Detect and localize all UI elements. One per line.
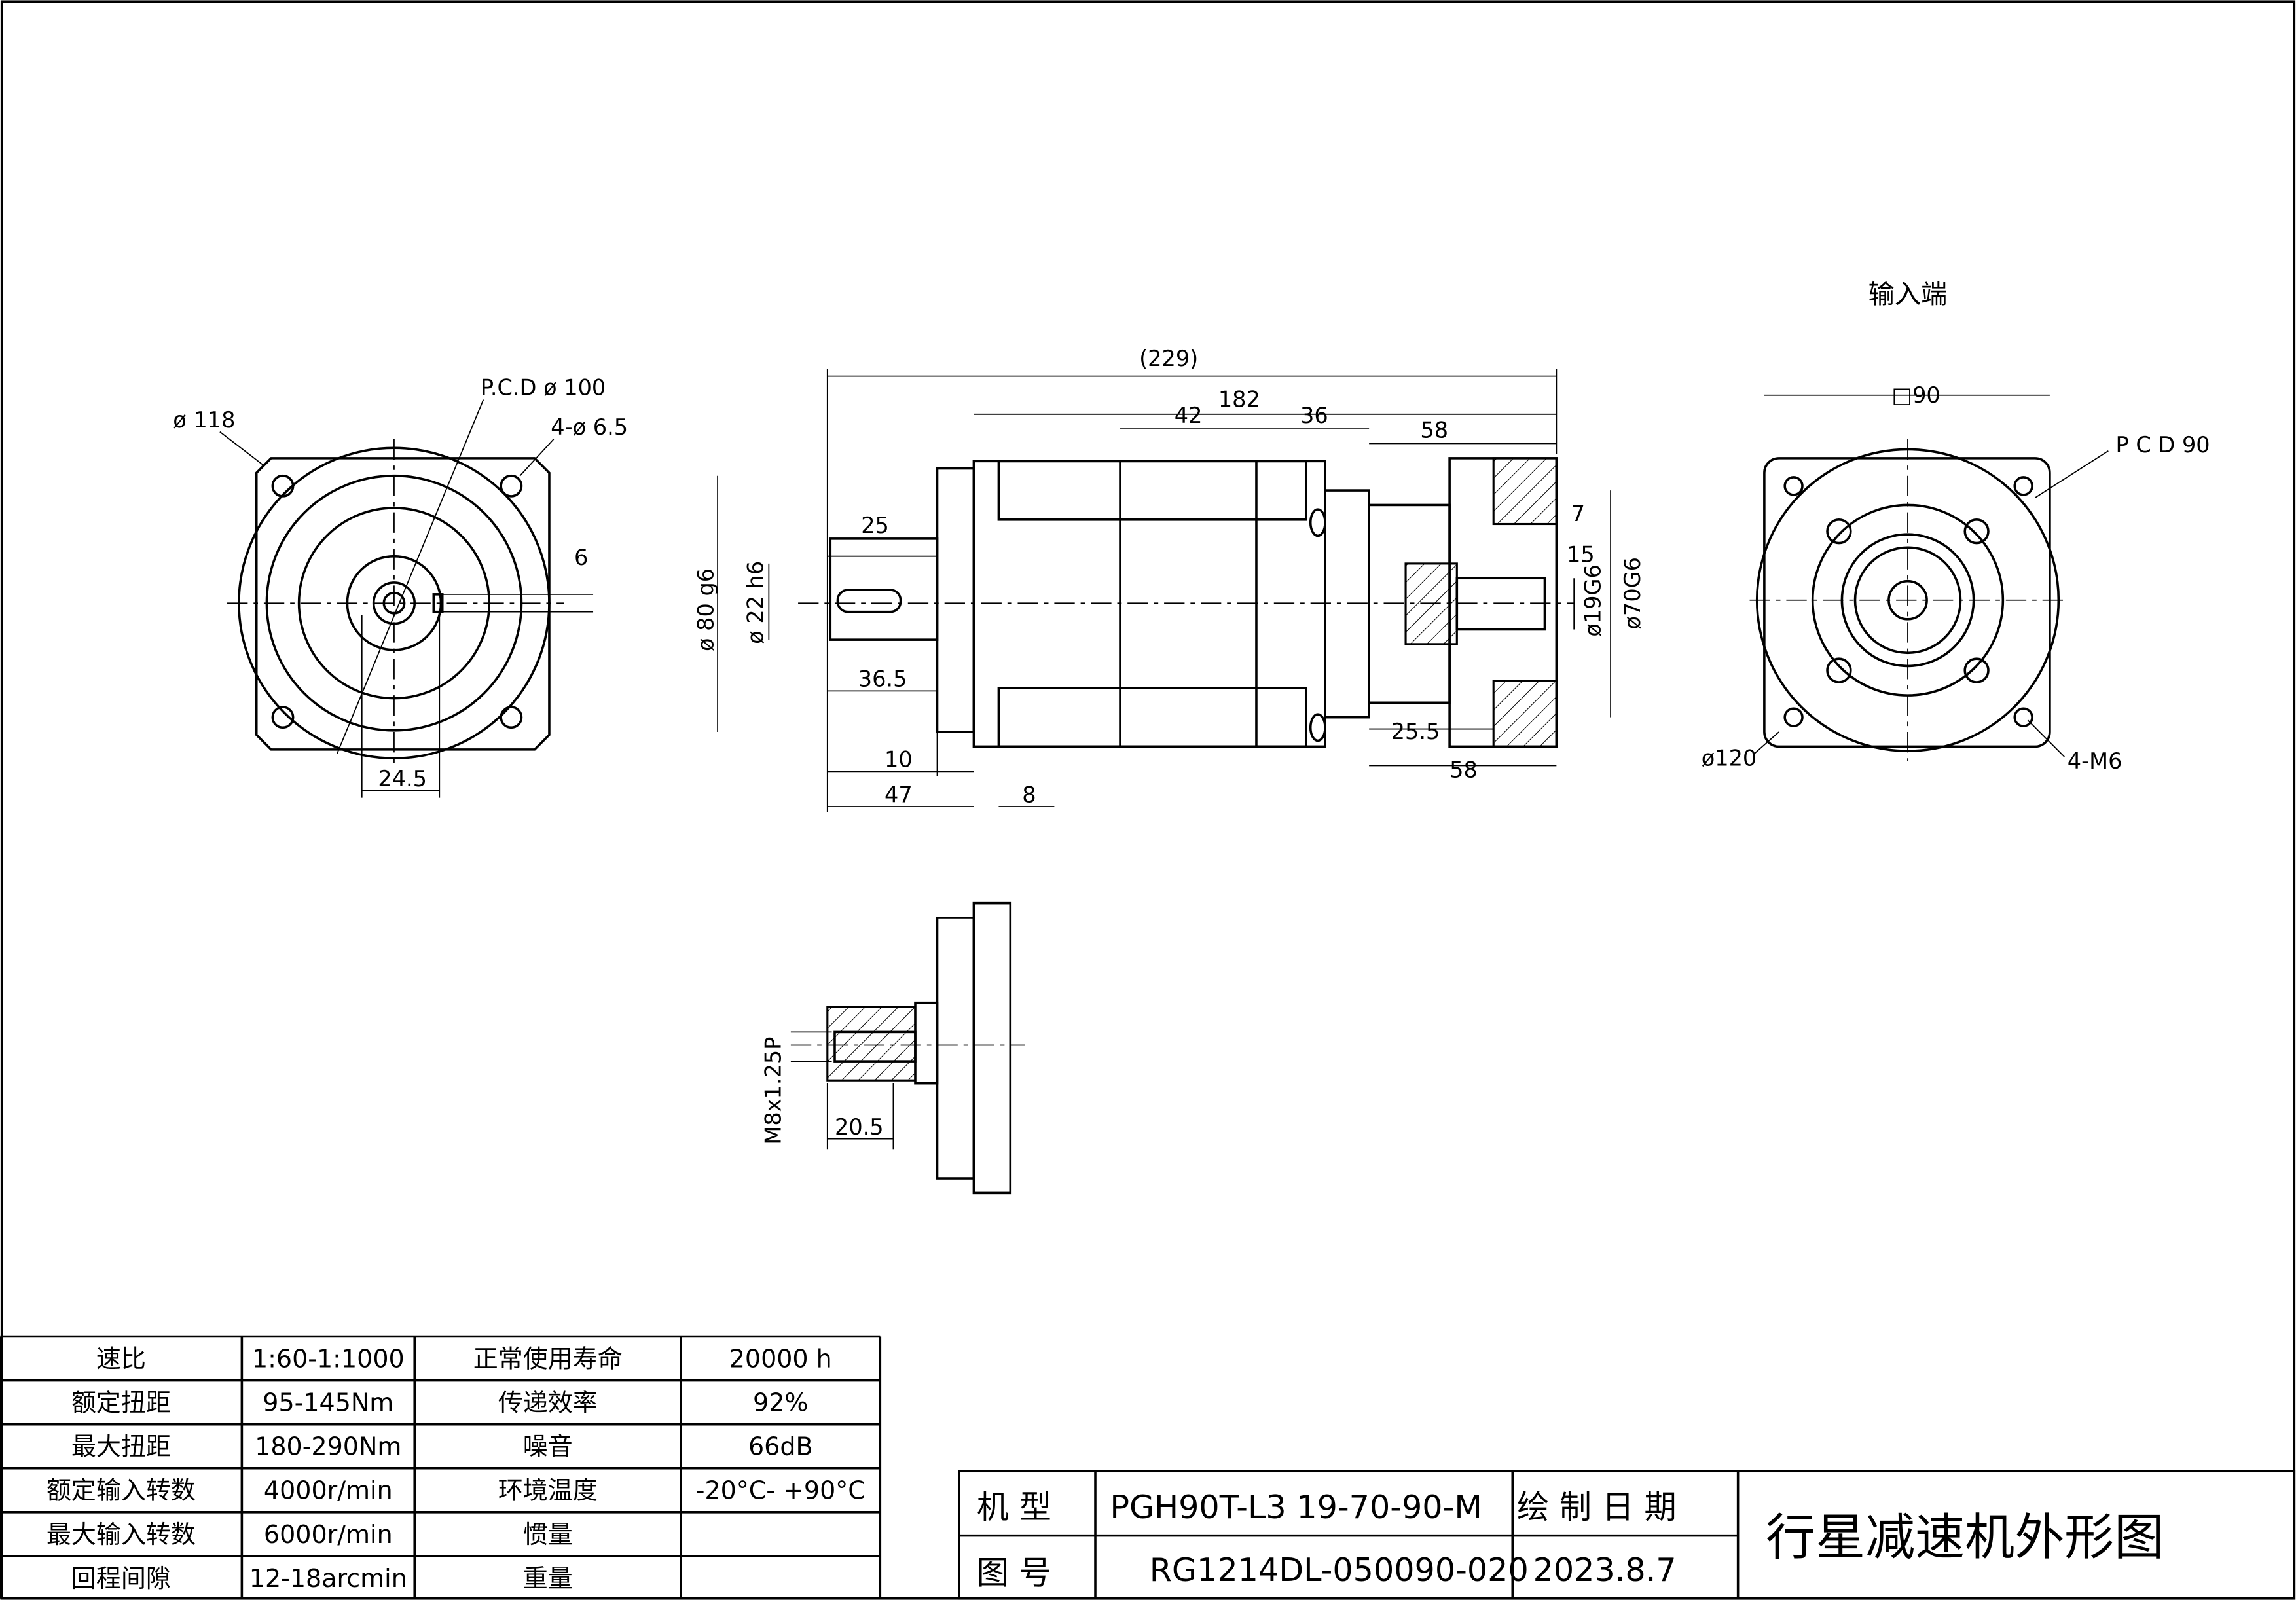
dim-7: 7 xyxy=(1571,501,1585,526)
spec-cell: 12-18arcmin xyxy=(249,1564,407,1593)
dim-d118: ø 118 xyxy=(173,407,235,433)
dim-d80: ø 80 g6 xyxy=(693,568,718,651)
date-label: 绘 制 日 期 xyxy=(1517,1488,1677,1526)
spec-cell: 最大输入转数 xyxy=(46,1520,196,1549)
dim-sq90: □90 xyxy=(1891,382,1940,408)
drawing-title: 行星减速机外形图 xyxy=(1766,1508,2164,1567)
dim-42: 42 xyxy=(1175,403,1203,428)
dim-58-bottom: 58 xyxy=(1449,757,1478,782)
dim-pcd90: P C D 90 xyxy=(2116,432,2210,458)
spec-table: 速比 1:60-1:1000 正常使用寿命 20000 h 额定扭距 95-145Nm 传递… xyxy=(0,1335,882,1600)
dim-182: 182 xyxy=(1218,387,1260,412)
dim-24.5: 24.5 xyxy=(378,766,427,791)
spec-cell: 20000 h xyxy=(729,1344,832,1373)
dim-8: 8 xyxy=(1022,782,1036,807)
spec-cell: 噪音 xyxy=(523,1432,573,1461)
dim-20.5: 20.5 xyxy=(835,1114,884,1140)
spec-cell: 正常使用寿命 xyxy=(473,1344,623,1373)
spec-cell: 92% xyxy=(753,1389,808,1417)
dim-holes: 4-ø 6.5 xyxy=(551,414,628,440)
dim-d120: ø120 xyxy=(1702,745,1757,771)
model-label: 机 型 xyxy=(977,1488,1051,1526)
spec-cell: 额定输入转数 xyxy=(46,1476,196,1505)
spec-cell: -20°C- +90°C xyxy=(696,1476,866,1505)
side-view: (229) 182 42 36 58 25 36.5 10 47 8 ø 80 … xyxy=(693,346,1645,813)
drawing-no-value: RG1214DL-050090-020 xyxy=(1150,1551,1529,1589)
dim-key: 6 xyxy=(574,545,588,570)
date-value: 2023.8.7 xyxy=(1533,1551,1677,1589)
spec-cell: 环境温度 xyxy=(498,1476,598,1505)
spec-cell: 180-290Nm xyxy=(255,1432,401,1461)
spec-cell: 回程间隙 xyxy=(71,1564,171,1593)
dim-d19: ø19G6 xyxy=(1580,564,1605,637)
dim-10: 10 xyxy=(884,747,913,773)
spec-cell: 传递效率 xyxy=(498,1389,598,1417)
spec-cell: 速比 xyxy=(96,1344,146,1373)
dim-25.5: 25.5 xyxy=(1391,719,1440,744)
input-end-view: 输入端 □90 P C D 90 ø120 4-M6 xyxy=(1702,280,2210,774)
dim-15: 15 xyxy=(1567,542,1595,568)
title-block: 机 型 PGH90T-L3 19-70-90-M 绘 制 日 期 图 号 RG1… xyxy=(958,1470,2296,1600)
spec-cell: 6000r/min xyxy=(264,1520,393,1549)
model-value: PGH90T-L3 19-70-90-M xyxy=(1110,1488,1482,1526)
dim-thread: M8x1.25P xyxy=(760,1037,786,1145)
output-end-view: ø 118 P.C.D ø 100 4-ø 6.5 6 24.5 xyxy=(173,375,628,798)
dim-47: 47 xyxy=(884,782,913,807)
output-shaft-detail-view: M8x1.25P 20.5 xyxy=(760,901,1025,1195)
spec-cell: 66dB xyxy=(748,1432,813,1461)
dim-d22: ø 22 h6 xyxy=(742,561,768,644)
spec-cell: 重量 xyxy=(523,1564,573,1593)
dim-58-top: 58 xyxy=(1420,418,1448,443)
spec-cell: 惯量 xyxy=(523,1520,573,1549)
dim-pcd100: P.C.D ø 100 xyxy=(481,375,606,401)
spec-cell: 4000r/min xyxy=(264,1476,393,1505)
spec-cell: 95-145Nm xyxy=(263,1389,393,1417)
dim-36.5: 36.5 xyxy=(858,666,907,692)
drawing-no-label: 图 号 xyxy=(977,1554,1051,1591)
dim-d70: ø70G6 xyxy=(1620,557,1645,629)
spec-cell: 1:60-1:1000 xyxy=(252,1344,405,1373)
dim-36: 36 xyxy=(1300,403,1328,428)
dim-total: (229) xyxy=(1139,346,1198,371)
input-end-label: 输入端 xyxy=(1868,280,1948,310)
dim-25: 25 xyxy=(861,513,889,538)
spec-cell: 额定扭距 xyxy=(71,1389,171,1417)
spec-cell: 最大扭距 xyxy=(71,1432,171,1461)
dim-m6: 4-M6 xyxy=(2068,748,2123,774)
